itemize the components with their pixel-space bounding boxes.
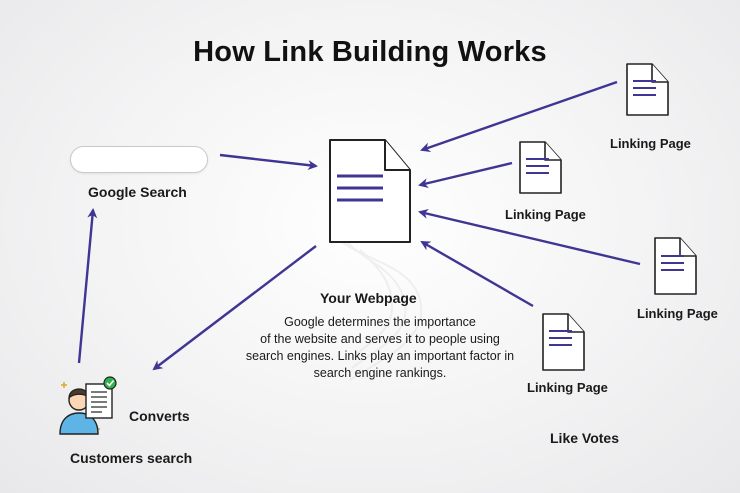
arrow-linking4-to-webpage xyxy=(420,240,534,308)
webpage-document-icon xyxy=(329,139,411,243)
linking-page-icon-1 xyxy=(626,63,669,116)
google-search-box xyxy=(70,146,208,173)
arrow-linking1-to-webpage xyxy=(420,80,618,153)
google-search-label: Google Search xyxy=(88,184,187,200)
description-line: Google determines the importance xyxy=(284,315,476,329)
linking-page-label-1: Linking Page xyxy=(610,136,691,151)
linking-page-icon-4 xyxy=(542,313,585,371)
converts-label: Converts xyxy=(129,408,190,424)
arrows xyxy=(77,80,641,371)
linking-page-label-4: Linking Page xyxy=(527,380,608,395)
linking-page-label-2: Linking Page xyxy=(505,207,586,222)
your-webpage-label: Your Webpage xyxy=(320,290,417,306)
linking-page-icon-2 xyxy=(519,141,562,194)
watermark-swirl xyxy=(329,229,423,381)
description-line: search engine rankings. xyxy=(313,366,447,380)
arrow-webpage-to-customer xyxy=(152,245,317,371)
arrow-linking2-to-webpage xyxy=(418,161,513,189)
diagram-title: How Link Building Works xyxy=(193,36,547,68)
linking-page-icon-3 xyxy=(654,237,697,295)
customer-icon xyxy=(59,376,117,435)
customers-search-label: Customers search xyxy=(70,450,193,466)
like-votes-label: Like Votes xyxy=(550,430,619,446)
arrow-linking3-to-webpage xyxy=(418,208,641,266)
linking-page-label-3: Linking Page xyxy=(637,306,718,321)
description-line: search engines. Links play an important … xyxy=(245,349,515,363)
description-line: of the website and serves it to people u… xyxy=(260,332,500,346)
arrow-search-to-webpage xyxy=(219,153,318,171)
arrow-customer-to-search xyxy=(77,208,98,364)
webpage-description: Google determines the importance of the … xyxy=(235,314,525,382)
